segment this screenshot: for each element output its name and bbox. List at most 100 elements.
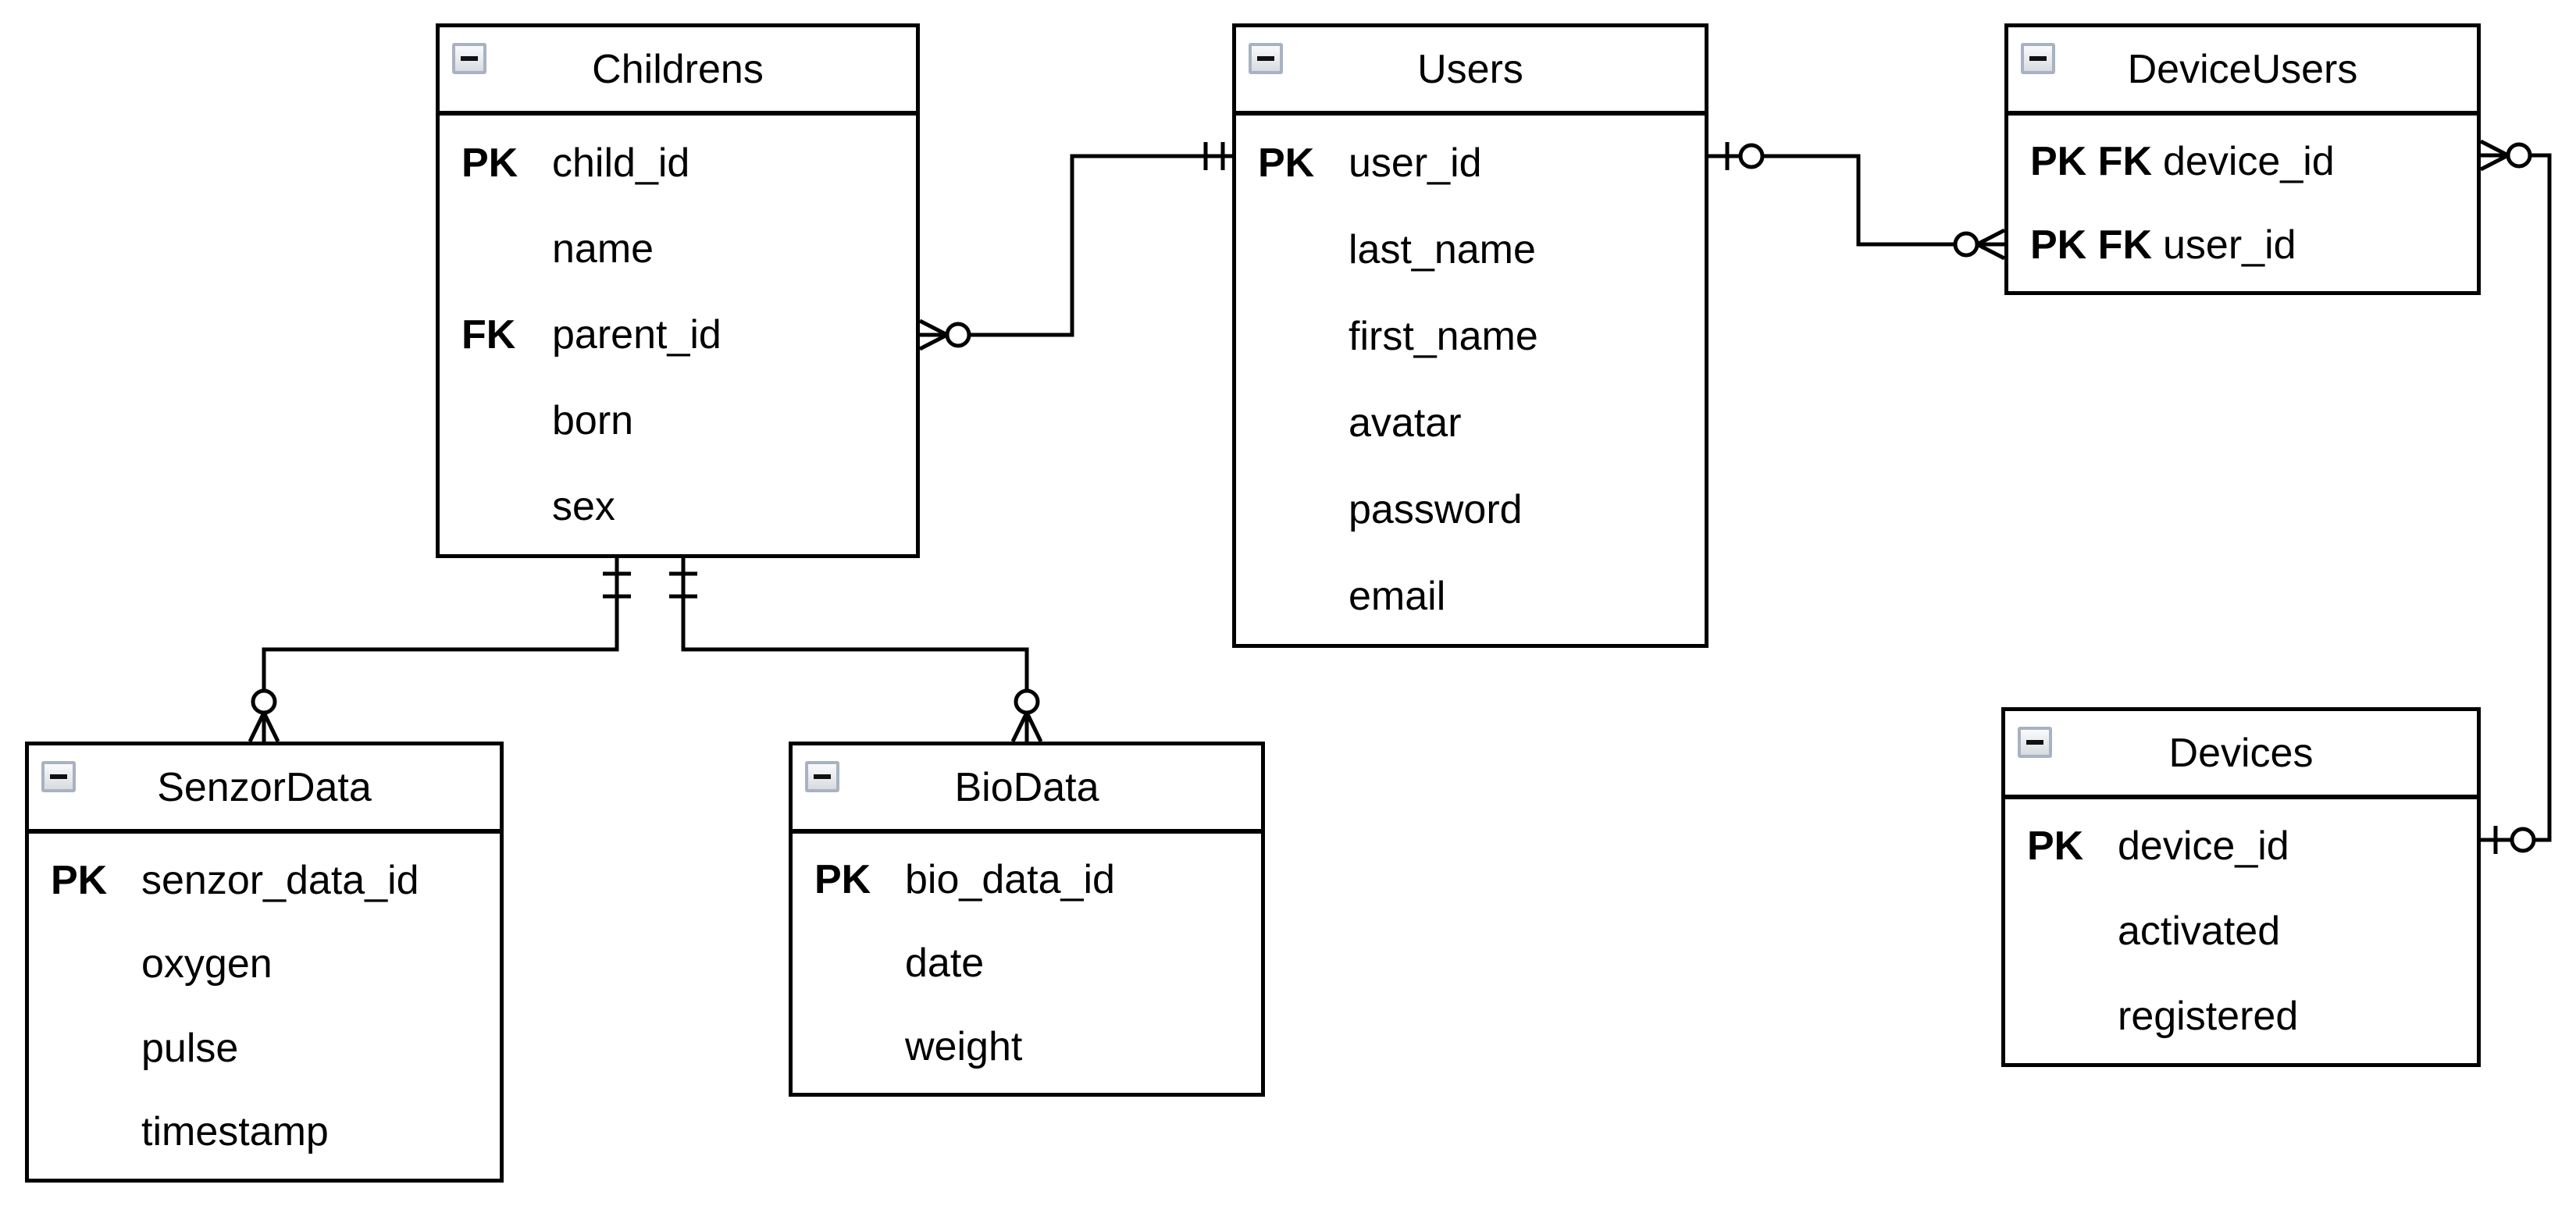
field-name: bio_data_id — [905, 857, 1115, 903]
field-name: device_id — [2118, 823, 2289, 870]
minus-glyph — [2026, 740, 2043, 745]
crowfoot-many-icon — [1010, 711, 1043, 743]
zero-circle-icon — [251, 688, 277, 715]
field-name: user_id — [1349, 141, 1482, 187]
field-row: date — [793, 922, 1261, 1005]
table-users-header: Users — [1236, 27, 1705, 116]
minus-glyph — [50, 774, 67, 779]
field-row: timestamp — [29, 1090, 500, 1175]
field-name: registered — [2118, 993, 2299, 1039]
collapse-minus-icon[interactable] — [452, 43, 486, 74]
exactly-one-bars-icon — [1203, 142, 1225, 170]
relationship-users-deviceusers — [1708, 142, 2006, 261]
minus-glyph — [461, 56, 478, 61]
zero-circle-icon — [1738, 143, 1765, 169]
collapse-minus-icon[interactable] — [2021, 43, 2055, 74]
zero-circle-icon — [945, 322, 971, 348]
field-name: activated — [2118, 909, 2281, 954]
minus-glyph — [2029, 56, 2047, 61]
field-row: sex — [440, 464, 916, 550]
field-name: email — [1349, 573, 1446, 619]
field-row: email — [1236, 553, 1705, 639]
field-name: sex — [552, 484, 615, 529]
table-users-fields: PK user_id last_name first_name avatar pa… — [1236, 116, 1705, 644]
crowfoot-many-icon — [918, 318, 949, 351]
table-title: BioData — [954, 764, 1099, 810]
field-name: first_name — [1349, 314, 1538, 360]
field-name: name — [552, 226, 654, 272]
key-label: PK — [814, 857, 871, 903]
field-row: pulse — [29, 1006, 500, 1090]
field-name: child_id — [552, 141, 690, 186]
field-name: weight — [905, 1023, 1023, 1069]
table-biodata-fields: PK bio_data_id date weight — [793, 834, 1261, 1093]
table-title: SenzorData — [157, 764, 372, 810]
table-childrens-header: Childrens — [440, 27, 916, 116]
field-row: name — [440, 206, 916, 292]
field-name: timestamp — [141, 1109, 329, 1155]
field-row: PK device_id — [2005, 804, 2477, 889]
table-deviceusers-header: DeviceUsers — [2008, 27, 2477, 116]
field-name: avatar — [1349, 400, 1462, 446]
key-label: PK FK — [2030, 222, 2152, 268]
table-senzordata-header: SenzorData — [29, 745, 500, 834]
table-senzordata: SenzorData PK senzor_data_id oxygen pulse… — [25, 742, 504, 1183]
table-senzordata-fields: PK senzor_data_id oxygen pulse timestamp — [29, 834, 500, 1179]
field-row: weight — [793, 1005, 1261, 1088]
field-name: born — [552, 398, 634, 443]
field-row: last_name — [1236, 207, 1705, 293]
relationship-childrens-parent-users — [918, 142, 1232, 351]
table-biodata-header: BioData — [793, 745, 1261, 834]
field-row: PK bio_data_id — [793, 838, 1261, 922]
relationship-deviceusers-devices — [2479, 139, 2552, 854]
table-devices-fields: PK device_id activated registered — [2005, 799, 2477, 1063]
crowfoot-many-icon — [2479, 139, 2510, 172]
table-title: Devices — [2168, 730, 2314, 776]
field-row: registered — [2005, 973, 2477, 1058]
table-title: Users — [1417, 46, 1523, 92]
field-row: PK senzor_data_id — [29, 838, 500, 923]
table-title: DeviceUsers — [2127, 46, 2358, 92]
key-label: FK — [461, 312, 516, 357]
field-name: date — [905, 941, 985, 986]
zero-circle-icon — [1014, 688, 1040, 715]
minus-glyph — [814, 774, 831, 779]
key-label: PK — [51, 857, 108, 903]
field-row: PK user_id — [1236, 120, 1705, 207]
crowfoot-many-icon — [1976, 228, 2006, 261]
collapse-minus-icon[interactable] — [41, 761, 76, 792]
collapse-minus-icon[interactable] — [805, 761, 839, 792]
field-row: oxygen — [29, 923, 500, 1007]
minus-glyph — [1257, 56, 1274, 61]
field-row: password — [1236, 466, 1705, 553]
table-devices-header: Devices — [2005, 711, 2477, 799]
collapse-minus-icon[interactable] — [2018, 727, 2052, 758]
key-label: PK — [461, 141, 518, 186]
field-row: first_name — [1236, 293, 1705, 380]
field-row: avatar — [1236, 379, 1705, 466]
field-name: pulse — [141, 1025, 239, 1071]
field-name: last_name — [1349, 227, 1536, 273]
zero-circle-icon — [2506, 142, 2532, 169]
field-name: password — [1349, 486, 1523, 532]
field-row: born — [440, 378, 916, 464]
collapse-minus-icon[interactable] — [1249, 43, 1283, 74]
zero-circle-icon — [2510, 827, 2536, 853]
field-name: senzor_data_id — [141, 857, 419, 903]
field-name: device_id — [2163, 139, 2335, 185]
key-label: PK — [1258, 141, 1315, 187]
exactly-one-bars-icon — [603, 571, 631, 599]
field-name: oxygen — [141, 941, 273, 987]
key-label: PK — [2027, 823, 2084, 870]
table-title: Childrens — [592, 46, 764, 92]
exactly-one-bars-icon — [669, 571, 697, 599]
table-devices: Devices PK device_id activated registered — [2001, 707, 2481, 1067]
key-label: PK FK — [2030, 139, 2152, 185]
